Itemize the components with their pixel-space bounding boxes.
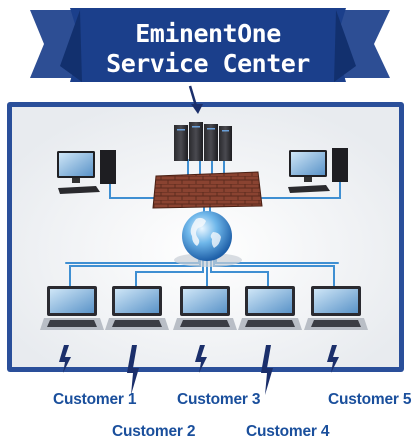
lightning-bolt-icon bbox=[261, 345, 273, 395]
globe-icon bbox=[174, 211, 242, 267]
cable-line bbox=[109, 183, 157, 199]
banner-title-line2: Service Center bbox=[106, 49, 310, 78]
laptop-icon bbox=[238, 286, 302, 330]
lightning-bolt-icon bbox=[59, 345, 71, 373]
lightning-bolt-icon bbox=[195, 345, 207, 373]
customer-label-4: Customer 4 bbox=[246, 423, 330, 440]
customer-label-1: Customer 1 bbox=[53, 391, 137, 408]
lightning-bolt-icon bbox=[327, 345, 339, 373]
banner: EminentOne Service Center bbox=[30, 8, 390, 82]
customer-label-2: Customer 2 bbox=[112, 423, 195, 440]
desktop-monitor-icon bbox=[57, 150, 116, 194]
laptop-icon bbox=[40, 286, 104, 330]
server-rack-icon bbox=[174, 122, 232, 161]
customer-laptops bbox=[40, 286, 368, 330]
brick-wall-icon bbox=[152, 171, 263, 209]
laptop-icon bbox=[105, 286, 169, 330]
desktop-monitor-icon bbox=[288, 148, 348, 193]
customer-links bbox=[59, 345, 339, 395]
cable-line bbox=[261, 181, 341, 199]
laptop-icon bbox=[304, 286, 368, 330]
customer-label-3: Customer 3 bbox=[177, 391, 261, 408]
customer-labels: Customer 1 Customer 2 Customer 3 Customer 4… bbox=[53, 391, 412, 440]
banner-title-line1: EminentOne bbox=[135, 19, 281, 48]
laptop-icon bbox=[173, 286, 237, 330]
customer-label-5: Customer 5 bbox=[328, 391, 412, 408]
banner-pointer-arrow bbox=[188, 85, 203, 114]
lightning-bolt-icon bbox=[127, 345, 139, 395]
